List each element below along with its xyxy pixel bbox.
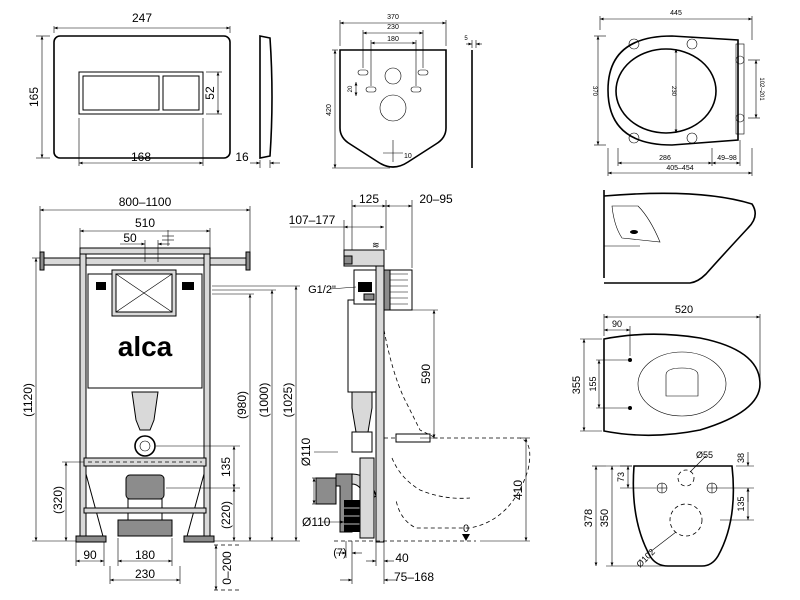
slot-left [357, 69, 369, 76]
dim-side-pipe-110-lower: Ø110 [302, 515, 331, 529]
flush-button-small [162, 75, 200, 111]
dim-bowl-front-378: 378 [583, 509, 595, 527]
dim-frame-220: (220) [219, 501, 233, 529]
dim-bowl-front-73: 73 [616, 472, 626, 482]
dim-frame-1000: (1000) [257, 383, 271, 418]
flush-plate-outline [53, 35, 231, 159]
bowl-top-outline [603, 333, 761, 437]
bowl-front-outline [632, 465, 735, 567]
dim-side-107-177: 107–177 [289, 213, 336, 227]
dim-frame-980: (980) [235, 391, 249, 419]
bowl-top-view: 520 90 355 155 [571, 304, 761, 437]
dim-frame-width: 510 [135, 216, 155, 230]
dim-seat-overall: 405–454 [666, 165, 693, 172]
mounting-plate-outline [339, 49, 447, 168]
flush-button-large [82, 75, 160, 111]
water-symbol: ≋ [372, 240, 380, 250]
dim-side-410: 410 [511, 480, 525, 500]
dim-mount-10: 10 [404, 153, 412, 160]
dim-frame-320: (320) [51, 486, 65, 514]
dim-bowl-depth: 355 [571, 376, 583, 394]
bowl-side-outline [603, 192, 756, 284]
dim-mount-hole-center: 180 [387, 36, 399, 43]
side-frame-post [375, 249, 385, 543]
side-cistern [347, 299, 377, 393]
dim-side-g12: G1/2" [308, 284, 336, 296]
frame-right-leg [203, 253, 211, 541]
foot-right [183, 535, 215, 543]
dim-side-20-95: 20–95 [419, 192, 453, 206]
dim-bowl-length: 520 [675, 304, 693, 316]
dim-seat-hinge-depth: 102–201 [758, 77, 764, 101]
dim-plate-height: 165 [27, 87, 41, 107]
dim-seat-width: 445 [670, 10, 682, 17]
frame-side-view: 0 125 20–95 107–177 G1/2" ≋ 590 410 Ø110 [289, 192, 531, 584]
dim-seat-hinge-span: 286 [659, 155, 671, 162]
dim-side-40: 40 [395, 551, 409, 565]
flush-plate-side-profile [259, 35, 273, 159]
seat-hinge [735, 43, 745, 135]
dim-side-pipe-110-upper: Ø110 [299, 437, 313, 466]
alca-logo: alca [118, 331, 173, 362]
dim-seat-hinge-range: 49–98 [717, 155, 737, 162]
flush-pipe [131, 391, 159, 431]
bowl-front-view: Ø55 38 135 73 350 378 Ø102 [583, 450, 754, 569]
drain-elbow [125, 474, 165, 500]
dim-side-125: 125 [359, 192, 379, 206]
dim-side-7: (7) [333, 547, 346, 559]
side-water-inlet [358, 282, 372, 292]
dim-frame-total-height: (1120) [21, 383, 35, 417]
dim-bowl-front-350: 350 [599, 509, 611, 527]
dim-side-floor-zero: 0 [463, 523, 469, 535]
dim-mount-height: 420 [326, 104, 333, 116]
dim-plate-thickness: 16 [235, 150, 249, 164]
dim-bowl-inlet-d: Ø55 [696, 450, 713, 460]
hole-top [384, 67, 402, 85]
mounting-plate-view: 370 230 180 420 20 10 5 [326, 14, 482, 169]
dim-side-75-168: 75–168 [394, 570, 434, 584]
dim-button-width: 168 [131, 150, 151, 164]
dim-frame-floor-range: 0–200 [220, 551, 234, 585]
flush-plate-view: 247 165 168 52 16 [27, 11, 280, 168]
dim-frame-180: 180 [135, 548, 155, 562]
seat-inner [615, 48, 717, 134]
dim-frame-width-range: 800–1100 [119, 195, 172, 209]
dim-bowl-offset: 90 [612, 319, 622, 329]
bowl-side-inlet [611, 205, 661, 243]
dim-bowl-top-offset: 38 [736, 453, 746, 463]
seat-outer [607, 35, 739, 146]
dim-mount-hole-span: 230 [387, 24, 399, 31]
slot-right [417, 69, 429, 76]
dim-mount-thickness: 5 [464, 36, 468, 42]
dim-mount-20: 20 [348, 85, 354, 92]
side-bowl-outline [384, 437, 531, 529]
dim-bowl-front-135: 135 [736, 496, 746, 511]
dim-frame-90: 90 [83, 548, 97, 562]
dim-frame-top-offset: 50 [123, 231, 137, 245]
dim-seat-inner: 230 [670, 86, 676, 97]
dim-mount-width: 370 [387, 14, 399, 21]
foot-left [75, 535, 107, 543]
dim-side-590: 590 [419, 364, 433, 384]
dim-frame-230: 230 [135, 567, 155, 581]
frame-front-view: alca 800–1100 510 50 [21, 195, 300, 591]
bowl-side-view [603, 190, 756, 284]
toilet-seat-view: 445 370 230 102–201 286 49–98 405–454 [591, 10, 764, 176]
hole-outlet [379, 94, 407, 122]
dim-button-height: 52 [203, 86, 217, 100]
bowl-connector [134, 435, 156, 457]
dim-frame-1025: (1025) [281, 383, 295, 418]
side-drain-pipe [315, 477, 337, 505]
dim-plate-width: 247 [132, 11, 152, 25]
bowl-outlet [665, 367, 699, 397]
dim-seat-depth: 370 [591, 86, 597, 97]
dim-frame-135: 135 [219, 457, 233, 477]
frame-left-leg [79, 253, 87, 541]
dim-bowl-hole-spacing: 155 [588, 376, 598, 391]
